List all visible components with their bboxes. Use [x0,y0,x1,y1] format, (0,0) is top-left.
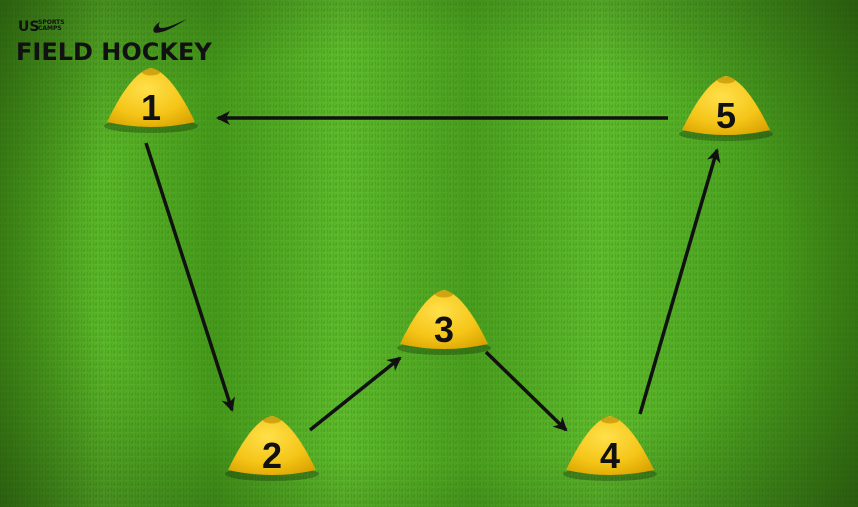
cone-1: 1 [104,68,198,133]
cone-number: 5 [716,95,736,136]
nike-swoosh-icon [153,19,187,33]
logo-sports-line: SPORTS [38,19,65,26]
arrow-2-to-3 [308,356,402,432]
logo-camps-line: CAMPS [38,25,62,32]
cone-2: 2 [225,416,319,481]
cone-4: 4 [563,416,657,481]
arrow-4-to-5 [638,148,721,415]
arrow-3-to-4 [484,350,568,432]
cone-3: 3 [397,290,491,355]
arrow-1-to-2 [144,142,235,412]
cone-number: 2 [262,435,282,476]
logo-us: US [18,19,40,35]
cone-number: 4 [600,435,620,476]
arrows-layer [144,111,721,432]
logo-sports-camps: SPORTS CAMPS [38,20,78,32]
cone-number: 1 [141,87,161,128]
logo-title: FIELD HOCKEY [16,38,212,66]
cone-5: 5 [679,76,773,141]
cone-number: 3 [434,309,454,350]
